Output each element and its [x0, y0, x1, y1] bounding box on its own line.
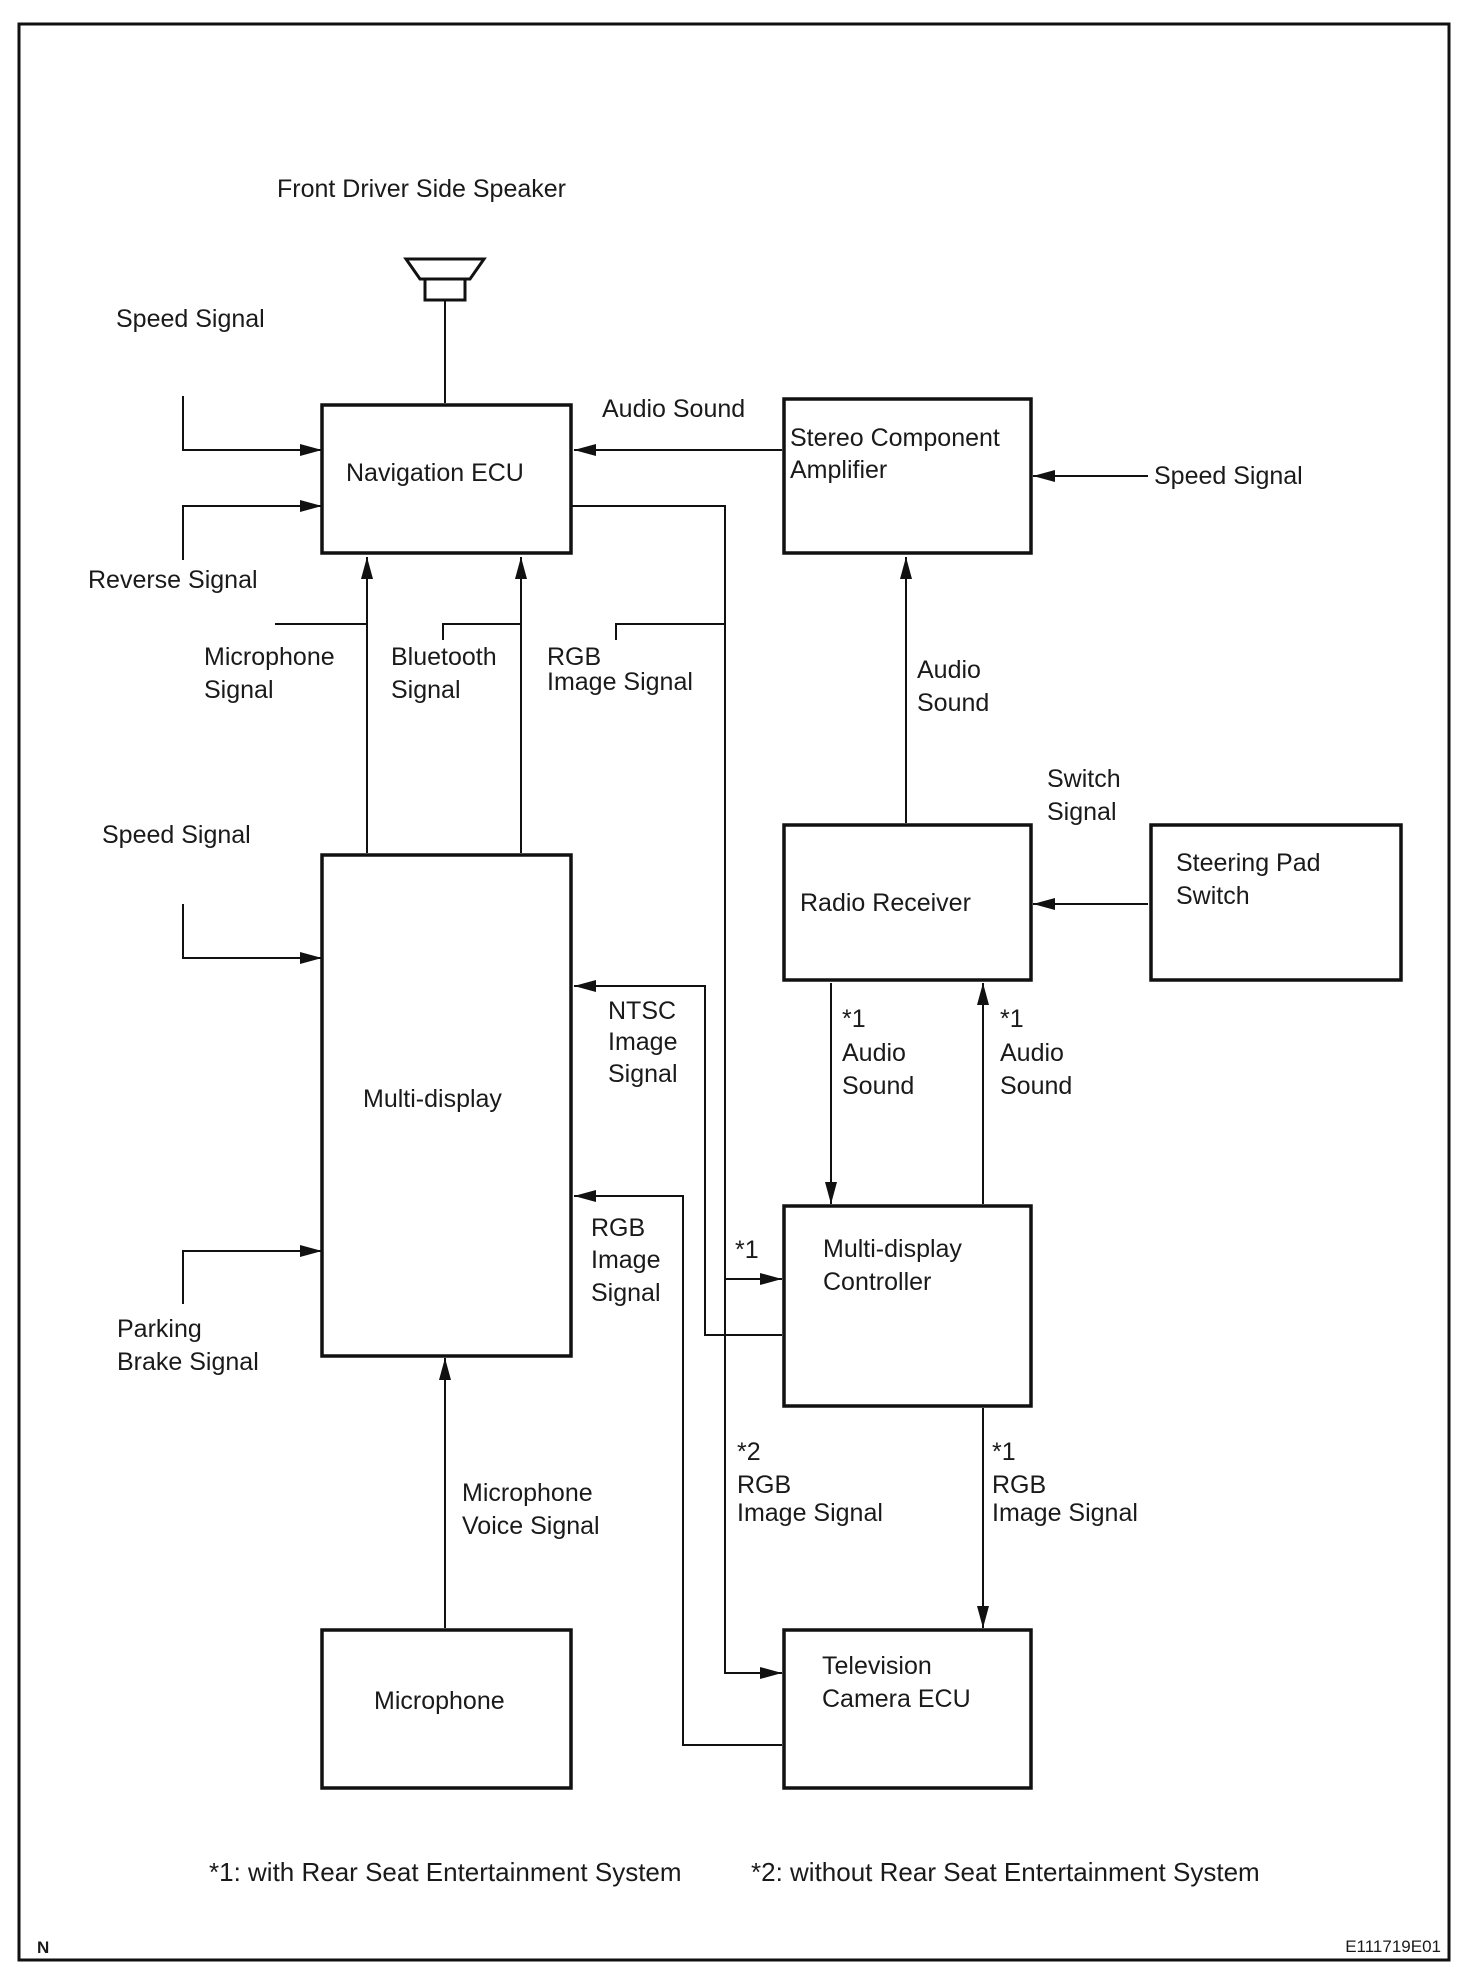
- rgb-md-label-1: RGB: [591, 1214, 645, 1242]
- audio-sound-amp-label: Audio Sound: [602, 395, 745, 423]
- rgb-star2-label-3: Image Signal: [737, 1499, 883, 1527]
- footnote-2: *2: without Rear Seat Entertainment Syst…: [751, 1857, 1260, 1887]
- navigation-ecu-label: Navigation ECU: [346, 459, 524, 487]
- rgb-md-label-2: Image: [591, 1246, 660, 1274]
- microphone-label: Microphone: [374, 1687, 505, 1715]
- speed-signal-amp-label: Speed Signal: [1154, 462, 1303, 490]
- audio-down-label-3: Sound: [842, 1072, 914, 1100]
- rgb-nav-label-leader: [615, 623, 725, 640]
- multi-display-label: Multi-display: [363, 1085, 502, 1113]
- rgb-md-label-3: Signal: [591, 1279, 661, 1307]
- speed-signal-md-label: Speed Signal: [102, 821, 251, 849]
- rgb-star1-label-2: RGB: [992, 1471, 1046, 1499]
- audio-up-label-1: *1: [1000, 1005, 1024, 1033]
- ntsc-label-1: NTSC: [608, 997, 676, 1025]
- reverse-signal-label: Reverse Signal: [88, 566, 258, 594]
- radio-receiver-label: Radio Receiver: [800, 889, 971, 917]
- switch-signal-label-2: Signal: [1047, 798, 1117, 826]
- parking-brake-label-2: Brake Signal: [117, 1348, 259, 1376]
- stereo-amplifier-label-1: Stereo Component: [790, 424, 1000, 452]
- rgb-image-md-arrow: [574, 1190, 782, 1746]
- bluetooth-signal-label-2: Signal: [391, 676, 461, 704]
- stereo-amplifier-label-2: Amplifier: [790, 456, 887, 484]
- microphone-box: Microphone: [320, 1628, 573, 1790]
- speed-signal-nav-label: Speed Signal: [116, 305, 265, 333]
- speed-signal-md-arrow: [182, 904, 322, 964]
- corner-right-label: E111719E01: [1345, 1937, 1441, 1956]
- rgb-nav-label-1: RGB: [547, 643, 601, 671]
- front-speaker-label: Front Driver Side Speaker: [277, 175, 566, 203]
- steering-pad-label-2: Switch: [1176, 882, 1250, 910]
- audio-radio-amp-label-1: Audio: [917, 656, 981, 684]
- steering-pad-label-1: Steering Pad: [1176, 849, 1321, 877]
- multi-display-box: Multi-display: [320, 853, 573, 1358]
- microphone-signal-label-1: Microphone: [204, 643, 335, 671]
- microphone-voice-label-2: Voice Signal: [462, 1512, 600, 1540]
- speaker-icon: [403, 257, 487, 302]
- bluetooth-signal-line: [442, 623, 521, 640]
- corner-left-label: N: [37, 1938, 49, 1957]
- parking-brake-label-1: Parking: [117, 1315, 202, 1343]
- page-frame: [17, 22, 1451, 1962]
- controller-label-1: Multi-display: [823, 1235, 962, 1263]
- ntsc-label-2: Image: [608, 1028, 677, 1056]
- rgb-nav-line: [569, 505, 782, 1679]
- footnote-1: *1: with Rear Seat Entertainment System: [209, 1857, 682, 1887]
- star1-controller-label: *1: [735, 1236, 759, 1264]
- bluetooth-signal-label-1: Bluetooth: [391, 643, 497, 671]
- parking-brake-arrow: [182, 1245, 322, 1304]
- ntsc-label-3: Signal: [608, 1060, 678, 1088]
- audio-radio-amp-label-2: Sound: [917, 689, 989, 717]
- rgb-star1-label-1: *1: [992, 1438, 1016, 1466]
- rgb-star2-label-1: *2: [737, 1438, 761, 1466]
- reverse-signal-arrow: [182, 500, 322, 560]
- navigation-ecu-box: Navigation ECU: [320, 403, 573, 555]
- audio-down-label-1: *1: [842, 1005, 866, 1033]
- speed-signal-nav-arrow: [182, 396, 322, 456]
- audio-up-label-2: Audio: [1000, 1039, 1064, 1067]
- audio-up-label-3: Sound: [1000, 1072, 1072, 1100]
- microphone-signal-label-2: Signal: [204, 676, 274, 704]
- switch-signal-label-1: Switch: [1047, 765, 1121, 793]
- tv-camera-label-1: Television: [822, 1652, 932, 1680]
- rgb-nav-label-2: Image Signal: [547, 668, 693, 696]
- radio-receiver-box: Radio Receiver: [782, 823, 1033, 982]
- tv-camera-ecu-box: Television Camera ECU: [782, 1628, 1033, 1790]
- steering-pad-switch-box: Steering Pad Switch: [1149, 823, 1403, 982]
- microphone-voice-label-1: Microphone: [462, 1479, 593, 1507]
- multi-display-controller-box: Multi-display Controller: [782, 1204, 1033, 1408]
- audio-down-label-2: Audio: [842, 1039, 906, 1067]
- stereo-amplifier-box: Stereo Component Amplifier: [782, 397, 1033, 555]
- controller-label-2: Controller: [823, 1268, 931, 1296]
- rgb-star2-label-2: RGB: [737, 1471, 791, 1499]
- tv-camera-label-2: Camera ECU: [822, 1685, 971, 1713]
- rgb-star1-label-3: Image Signal: [992, 1499, 1138, 1527]
- ntsc-image-arrow: [574, 980, 782, 1336]
